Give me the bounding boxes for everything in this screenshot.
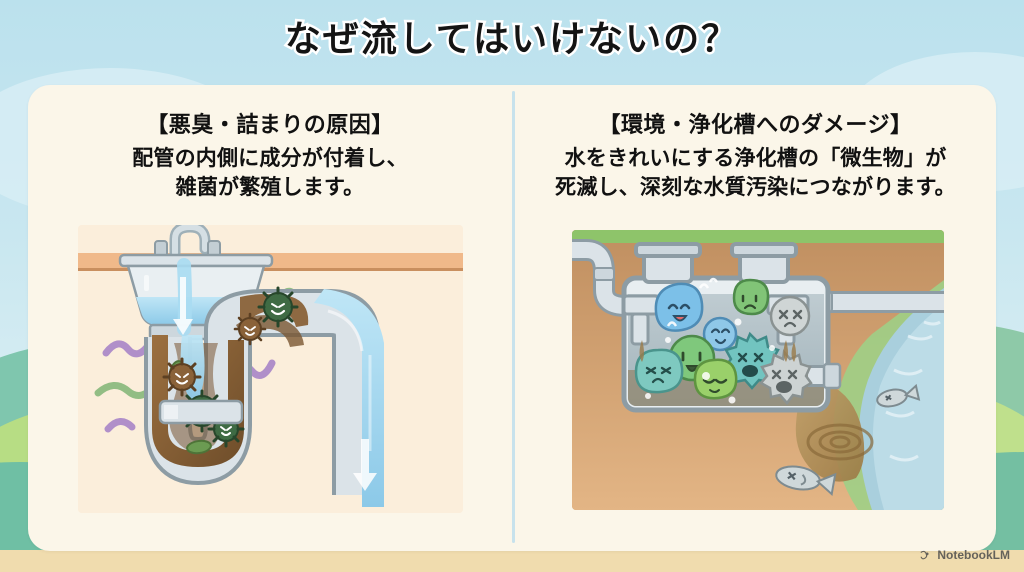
panel-left-body: 配管の内側に成分が付着し、 雑菌が繁殖します。 — [28, 145, 512, 203]
notebooklm-icon — [919, 549, 932, 562]
panel-left: 【悪臭・詰まりの原因】 配管の内側に成分が付着し、 雑菌が繁殖します。 — [28, 85, 512, 551]
panel-right-heading: 【環境・浄化槽へのダメージ】 — [598, 112, 913, 137]
sink-drain-pipe-illustration — [78, 225, 463, 513]
sweat-drop — [666, 277, 719, 327]
clean-water-flow — [314, 289, 384, 507]
watermark-label: NotebookLM — [937, 548, 1010, 562]
outlet-pipe-lower — [808, 362, 842, 390]
sludge-swirl — [806, 423, 874, 461]
content-card: 【悪臭・詰まりの原因】 配管の内側に成分が付着し、 雑菌が繁殖します。 — [28, 85, 996, 551]
microbe-characters — [634, 277, 813, 405]
pipe-collar — [158, 399, 244, 425]
faucet-icon — [154, 225, 221, 259]
panel-divider — [512, 91, 515, 543]
panel-left-body-line1: 配管の内側に成分が付着し、 — [132, 147, 408, 170]
page-title: なぜ流してはいけないの？ — [282, 16, 740, 62]
panel-right-body-line2: 死滅し、深刻な水質汚染につながります。 — [555, 175, 956, 199]
panel-left-heading: 【悪臭・詰まりの原因】 — [146, 112, 394, 137]
panel-right-body: 水をきれいにする浄化槽の「微生物」が 死滅し、深刻な水質汚染につながります。 — [515, 145, 996, 203]
dead-fish — [775, 383, 921, 497]
septic-tank-pollution-illustration — [572, 230, 944, 510]
germ-character — [257, 286, 299, 328]
panel-right-body-line1: 水をきれいにする浄化槽の「微生物」が — [564, 147, 947, 170]
watermark: NotebookLM — [919, 548, 1010, 562]
germ-character — [233, 312, 267, 346]
grime-drip — [639, 340, 796, 362]
bubble — [645, 318, 775, 404]
panel-right: 【環境・浄化槽へのダメージ】 水をきれいにする浄化槽の「微生物」が 死滅し、深刻… — [515, 85, 996, 551]
ground-strip — [0, 550, 1024, 572]
outlet-pipe-upper — [817, 291, 944, 313]
panel-left-body-line2: 雑菌が繁殖します。 — [175, 175, 365, 199]
water-ripples — [885, 320, 941, 462]
